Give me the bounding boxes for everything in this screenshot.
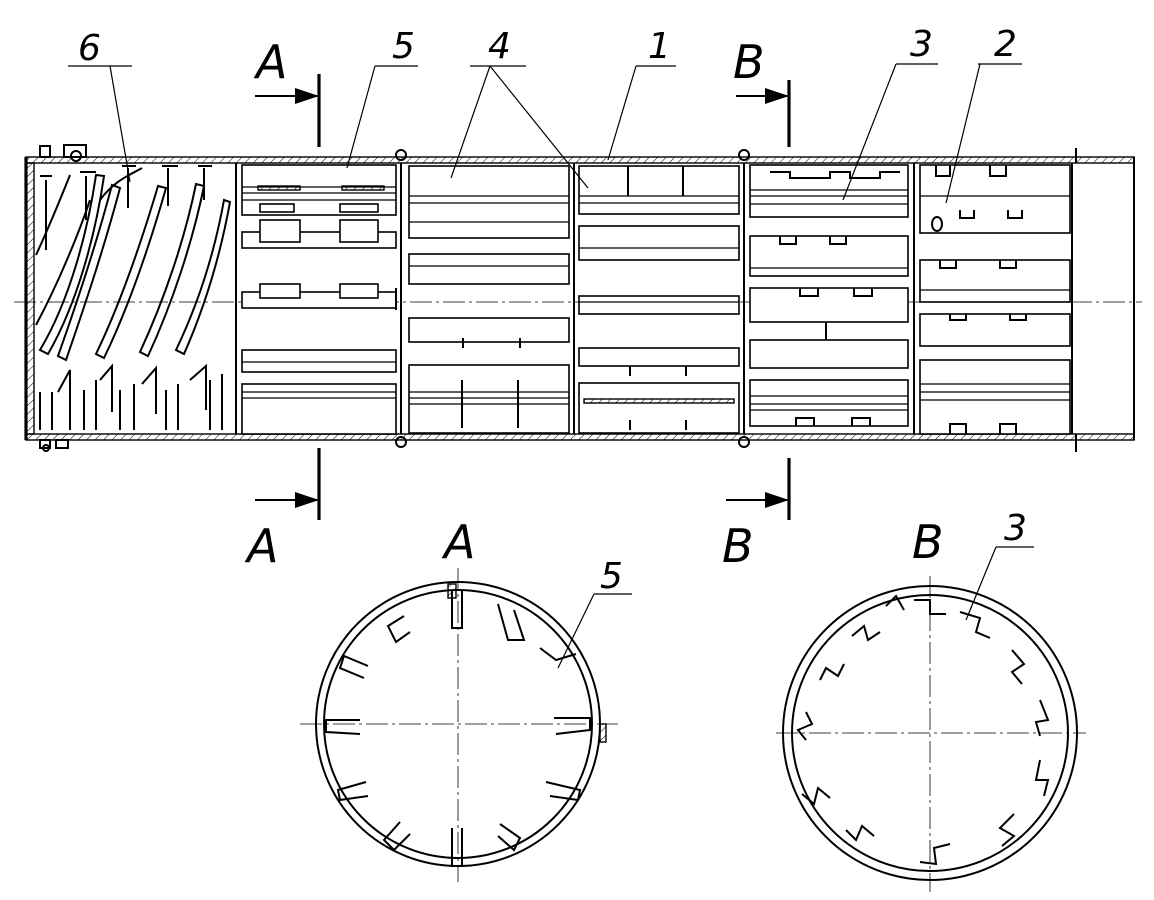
section-b-view	[776, 546, 1086, 892]
module-3-profiles	[749, 164, 909, 427]
part-label-3: 3	[910, 24, 933, 65]
leader-lines	[68, 63, 1022, 204]
inlet-fittings	[39, 144, 87, 452]
section-marker-b-top: B	[733, 35, 765, 89]
module-joints	[235, 148, 1077, 452]
shell-inlet-flange	[25, 162, 35, 435]
shell-bottom-wall	[25, 433, 1135, 441]
labels: A B A B 6 5 4 1 3 2 A B 5 3	[78, 24, 1027, 597]
module-4-left	[408, 165, 570, 434]
swirler-blades	[35, 165, 232, 430]
section-a-fins	[325, 590, 591, 867]
section-b-profiles	[796, 594, 1050, 866]
section-marker-a-bottom: A	[244, 519, 278, 573]
section-b-part-label: 3	[1004, 508, 1027, 549]
part-label-5: 5	[392, 26, 415, 67]
view-title-section-a: A	[441, 515, 475, 569]
module-2-profiles	[919, 164, 1071, 435]
module-5-strips	[241, 164, 397, 435]
section-marker-b-bottom: B	[722, 519, 754, 573]
part-label-6: 6	[78, 28, 101, 69]
module-4-right	[578, 165, 740, 434]
part-label-2: 2	[994, 24, 1017, 65]
part-label-1: 1	[648, 26, 671, 67]
section-a-part-label: 5	[600, 556, 623, 597]
section-a-view	[300, 568, 632, 882]
shell-top-wall	[25, 156, 1135, 164]
section-marker-a-top: A	[253, 35, 287, 89]
part-label-4: 4	[488, 26, 511, 67]
view-title-section-b: B	[912, 515, 944, 569]
longitudinal-view	[14, 63, 1142, 520]
section-cut-lines	[255, 74, 791, 520]
